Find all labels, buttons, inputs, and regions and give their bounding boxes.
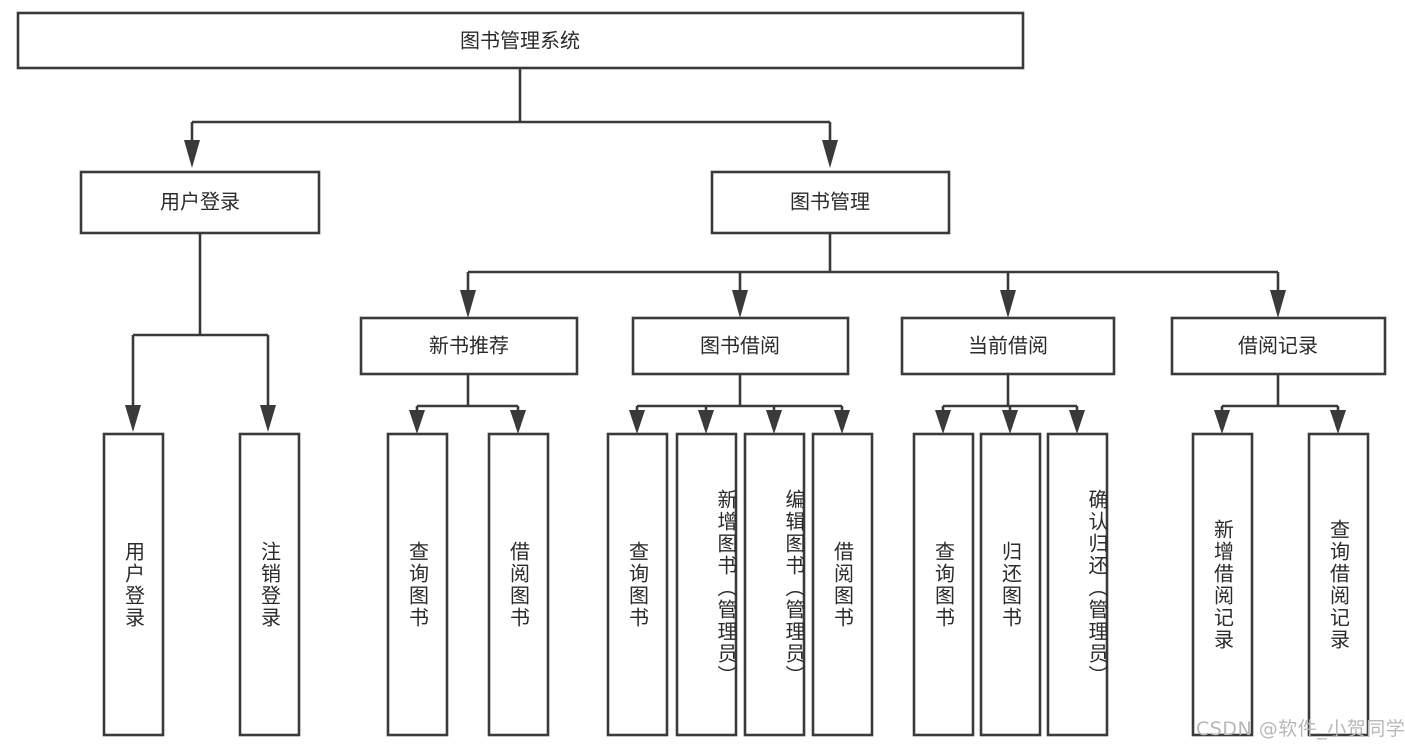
node-current-borrow-label: 当前借阅 (968, 334, 1048, 358)
node-current-borrow-box[interactable] (900, 316, 1116, 376)
node-root[interactable]: 图书管理系统 (16, 11, 1025, 70)
leaf-box-query-book-1[interactable] (386, 432, 449, 737)
arrowhead-leaf-query-book-1 (409, 410, 425, 434)
node-book-manage-label: 图书管理 (790, 190, 870, 214)
node-user-login-box[interactable] (79, 170, 321, 235)
arrowhead-current-borrow (1000, 290, 1016, 318)
arrowhead-user-login (184, 140, 200, 168)
node-book-manage[interactable]: 图书管理 (710, 170, 951, 235)
leaf-box-query-record[interactable] (1307, 432, 1370, 737)
arrowhead-leaf-confirm-return (1069, 410, 1085, 434)
arrowhead-leaf-query-book-3 (935, 410, 951, 434)
leaf-box-edit-book[interactable] (743, 432, 806, 737)
arrowhead-leaf-query-record (1330, 410, 1346, 434)
node-root-box[interactable] (16, 11, 1025, 70)
arrowhead-leaf-return-book (1002, 410, 1018, 434)
arrowhead-leaf-add-record (1214, 410, 1230, 434)
arrowhead-leaf-logout-login (260, 405, 276, 432)
node-user-login[interactable]: 用户登录 (79, 170, 321, 235)
node-borrow-record[interactable]: 借阅记录 (1170, 316, 1387, 376)
arrowhead-leaf-add-book (698, 410, 714, 434)
arrowhead-leaf-user-login (125, 405, 141, 432)
arrowhead-leaf-query-book-2 (629, 410, 645, 434)
leaf-box-add-record[interactable] (1191, 432, 1254, 737)
arrowhead-leaf-edit-book (766, 410, 782, 434)
node-borrow-record-box[interactable] (1170, 316, 1387, 376)
node-new-book-recommend-box[interactable] (359, 316, 579, 376)
node-new-book-recommend-label: 新书推荐 (429, 334, 509, 358)
node-book-manage-box[interactable] (710, 170, 951, 235)
arrowhead-book-manage (822, 140, 838, 168)
leaf-box-logout-login[interactable] (238, 432, 301, 737)
node-user-login-label: 用户登录 (160, 190, 240, 214)
node-book-borrow-label: 图书借阅 (700, 334, 780, 358)
leaf-box-return-book[interactable] (979, 432, 1042, 737)
node-root-label: 图书管理系统 (460, 29, 580, 53)
arrowhead-leaf-borrow-book-1 (510, 410, 526, 434)
node-book-borrow-box[interactable] (631, 316, 850, 376)
leaf-box-query-book-3[interactable] (912, 432, 975, 737)
leaf-box-borrow-book-2[interactable] (811, 432, 874, 737)
leaf-box-confirm-return[interactable] (1046, 432, 1109, 737)
leaf-box-add-book[interactable] (675, 432, 738, 737)
leaf-box-user-login[interactable] (102, 432, 165, 737)
arrowhead-borrow-record (1270, 290, 1286, 318)
connector-group (125, 68, 1346, 434)
arrowhead-leaf-borrow-book-2 (834, 410, 850, 434)
arrowhead-new-book-recommend (460, 290, 476, 318)
node-new-book-recommend[interactable]: 新书推荐 (359, 316, 579, 376)
csdn-watermark: CSDN @软件_小贺同学 (1196, 718, 1405, 740)
node-book-borrow[interactable]: 图书借阅 (631, 316, 850, 376)
node-current-borrow[interactable]: 当前借阅 (900, 316, 1116, 376)
leaf-box-borrow-book-1[interactable] (487, 432, 550, 737)
leaf-box-query-book-2[interactable] (606, 432, 669, 737)
node-borrow-record-label: 借阅记录 (1238, 334, 1318, 358)
arrowhead-book-borrow (732, 290, 748, 318)
